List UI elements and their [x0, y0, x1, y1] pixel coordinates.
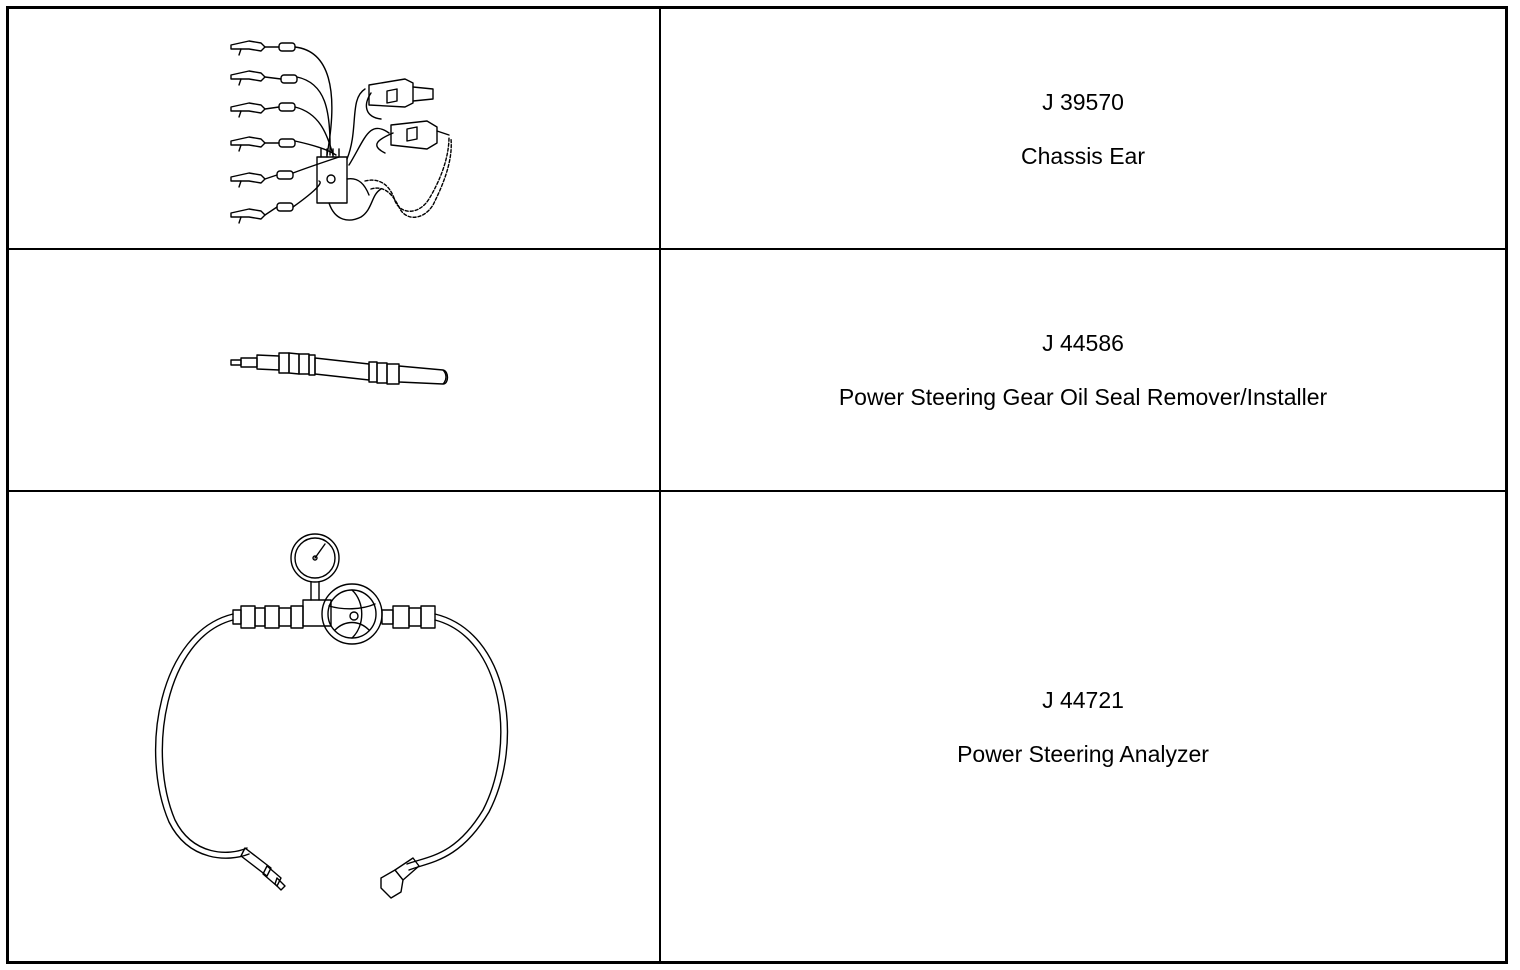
pressure-gauge-icon [291, 534, 339, 600]
tool-name: Power Steering Analyzer [957, 740, 1209, 767]
alligator-clip-icon [231, 41, 295, 55]
tool-number: J 44721 [1042, 686, 1124, 713]
alligator-clip-icon [231, 103, 295, 117]
alligator-clip-icon [231, 203, 293, 223]
tool-illustration-cell [9, 492, 661, 961]
tool-description-cell: J 44586 Power Steering Gear Oil Seal Rem… [661, 250, 1505, 490]
tool-illustration-cell [9, 250, 661, 490]
tool-number: J 39570 [1042, 88, 1124, 115]
tool-illustration-cell [9, 9, 661, 248]
table-row: J 39570 Chassis Ear [9, 9, 1505, 250]
special-tools-table: J 39570 Chassis Ear J 44586 [6, 6, 1508, 964]
pressure-gauge-valve-hoses-icon [9, 492, 659, 959]
tool-name: Chassis Ear [1021, 142, 1145, 169]
alligator-clip-icon [231, 71, 297, 85]
alligator-clip-icon [231, 171, 293, 187]
microphone-clamp-icon [366, 79, 433, 119]
chassis-ear-clamps-and-module-icon [9, 9, 659, 248]
tool-description-cell: J 39570 Chassis Ear [661, 9, 1505, 248]
switch-module-icon [317, 157, 347, 203]
tool-name: Power Steering Gear Oil Seal Remover/Ins… [838, 384, 1328, 410]
table-row: J 44586 Power Steering Gear Oil Seal Rem… [9, 250, 1505, 492]
table-row: J 44721 Power Steering Analyzer [9, 492, 1505, 961]
seal-remover-installer-rod-icon [9, 250, 659, 490]
tool-number: J 44586 [1042, 330, 1124, 356]
alligator-clip-icon [231, 137, 295, 151]
microphone-clamp-icon [377, 121, 449, 153]
tool-description-cell: J 44721 Power Steering Analyzer [661, 492, 1505, 961]
